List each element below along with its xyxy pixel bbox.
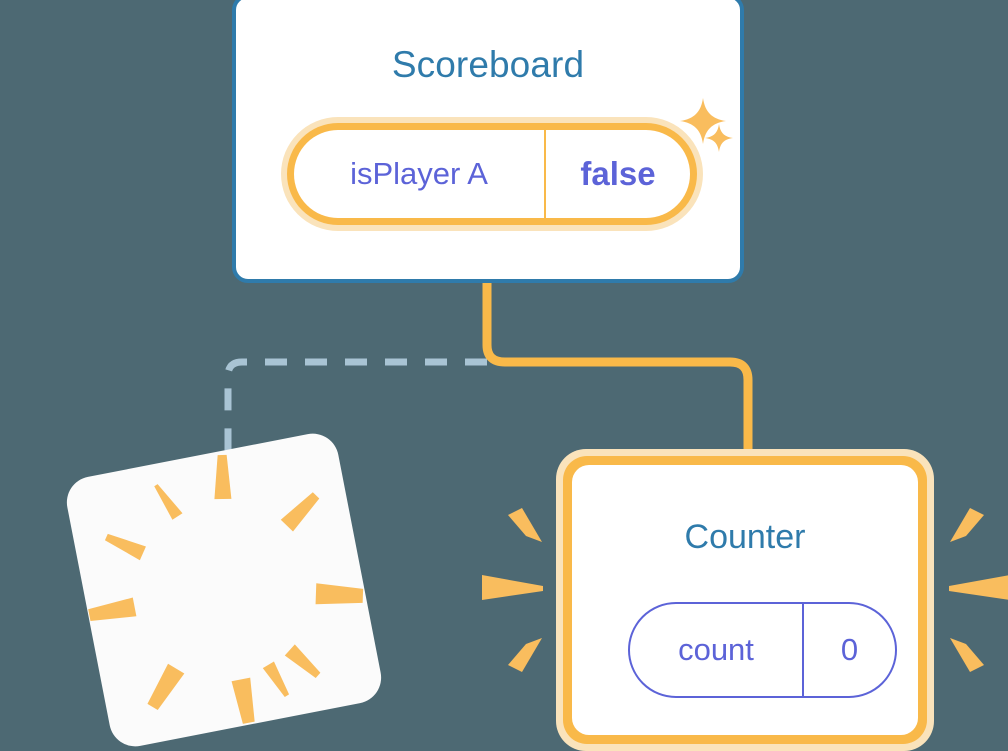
sparkle-small-icon (705, 124, 733, 152)
counter-ray-right-1 (950, 508, 984, 542)
burst-ray-7 (284, 644, 321, 678)
counter-right-rays (949, 508, 1008, 672)
scoreboard-state-key: isPlayer A (294, 130, 546, 218)
burst-rays-group (88, 454, 364, 724)
counter-left-rays (482, 508, 543, 672)
burst-ray-2 (214, 454, 232, 500)
burst-ray-10 (262, 661, 290, 697)
counter-state-key: count (630, 604, 804, 696)
burst-ray-4 (88, 597, 137, 622)
burst-ray-1 (154, 484, 183, 520)
scoreboard-state-pill[interactable]: isPlayer A false (281, 117, 703, 231)
sparkle-large-icon (680, 98, 726, 144)
scoreboard-pill-ring: isPlayer A false (287, 123, 697, 225)
counter-ray-left-1 (508, 508, 542, 542)
scoreboard-card[interactable]: Scoreboard isPlayer A false (232, 0, 744, 283)
counter-ray-left-3 (508, 638, 542, 672)
counter-ray-right-3 (950, 638, 984, 672)
counter-ray-right-2 (949, 575, 1008, 600)
counter-title: Counter (684, 518, 806, 556)
counter-card-body: Counter count 0 (572, 465, 918, 735)
counter-state-pill[interactable]: count 0 (628, 602, 897, 698)
orange-connector-line (482, 278, 753, 470)
burst-ray-5 (280, 492, 320, 532)
scoreboard-title: Scoreboard (391, 44, 585, 85)
burst-ray-9 (147, 663, 185, 711)
counter-ray-left-2 (482, 575, 543, 600)
burst-ray-6 (315, 583, 364, 605)
counter-state-value: 0 (840, 632, 859, 667)
burst-card[interactable] (62, 429, 386, 751)
burst-ray-3 (104, 533, 146, 561)
scoreboard-pill-body: isPlayer A false (294, 130, 690, 218)
scoreboard-state-value: false (580, 155, 656, 192)
counter-card-ring: Counter count 0 (563, 456, 927, 744)
counter-card[interactable]: Counter count 0 (556, 449, 934, 751)
burst-ray-8 (231, 677, 255, 724)
dashed-connector-line (224, 358, 487, 472)
